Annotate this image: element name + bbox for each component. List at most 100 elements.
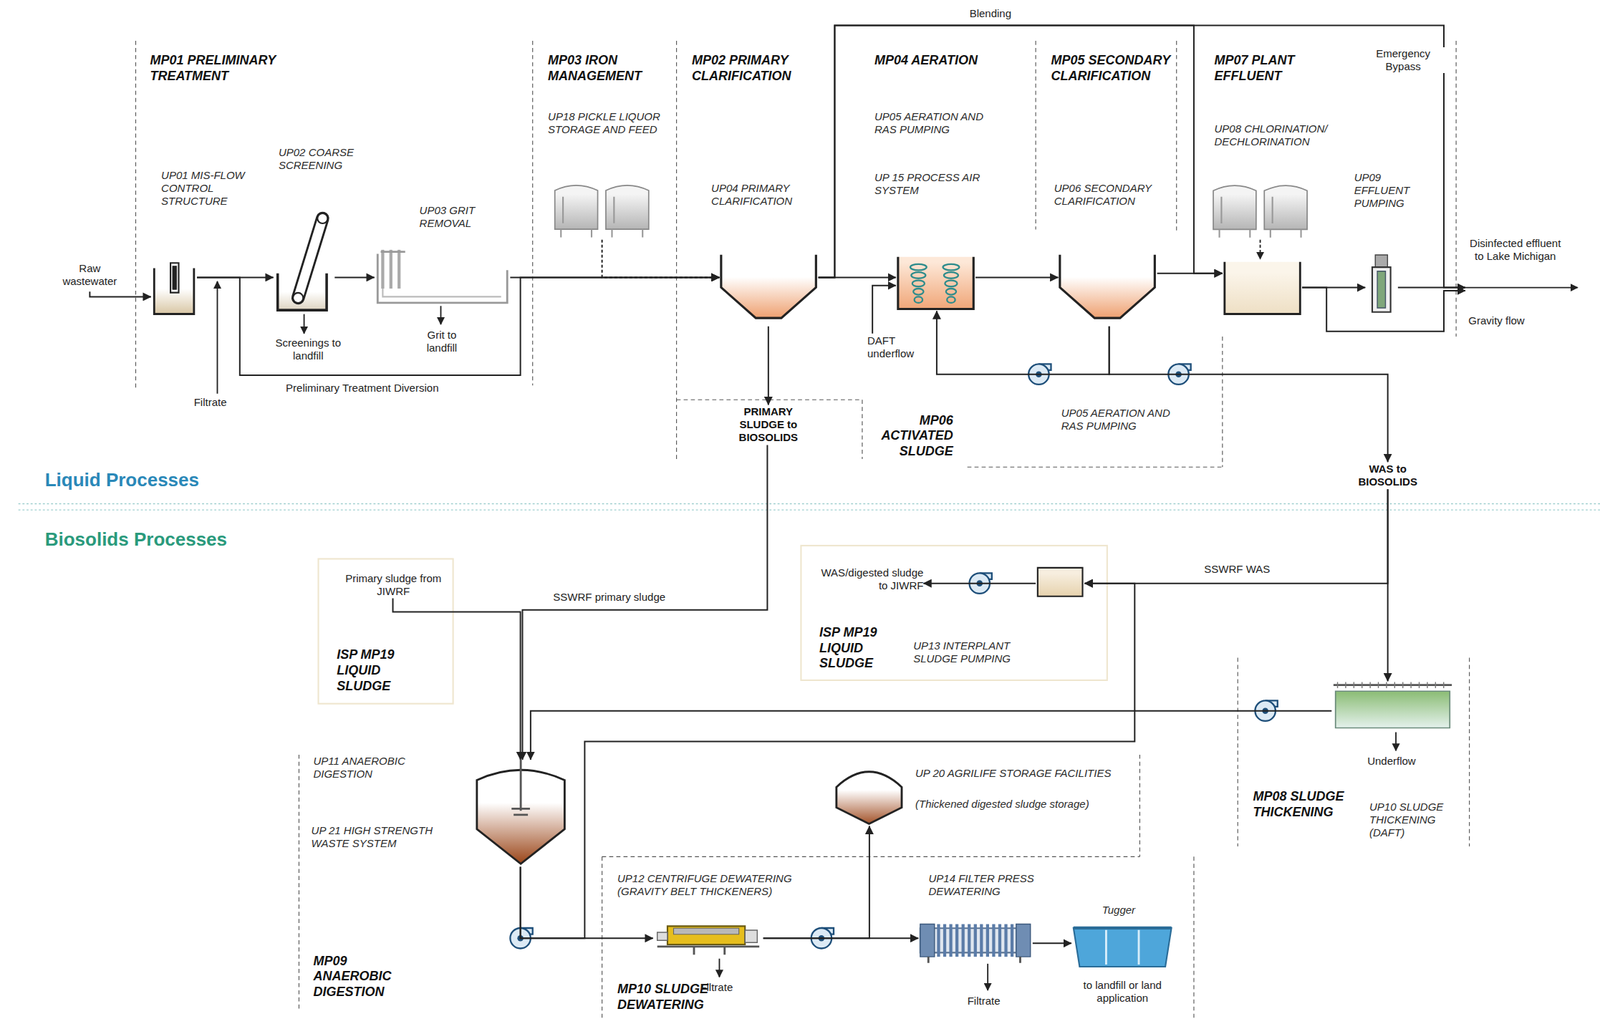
dig-icon xyxy=(474,759,567,868)
path-part xyxy=(389,249,393,289)
grit-arrow xyxy=(440,305,442,325)
flow-terminal: Primary sludge from JIWRF xyxy=(345,571,442,599)
flow-label: Blending xyxy=(967,7,1014,21)
flow-label: SSWRF WAS xyxy=(1201,562,1272,576)
section-label: MP06 ACTIVATED SLUDGE xyxy=(869,413,954,460)
process-unit: UP01 MIS-FLOW CONTROL STRUCTURE xyxy=(151,259,197,316)
unit-label: UP08 CHLORINATION/ DECHLORINATION xyxy=(1213,122,1342,149)
path-part xyxy=(170,262,179,293)
path-part xyxy=(1345,682,1347,689)
circle-part xyxy=(292,292,303,303)
path-part xyxy=(1073,926,1172,930)
flow-line xyxy=(1084,489,1388,583)
section-label: MP03 IRON MANAGEMENT xyxy=(547,52,661,84)
path-part xyxy=(297,218,323,298)
path-part xyxy=(1073,928,1172,967)
path-part xyxy=(1105,930,1139,965)
path-part xyxy=(1059,254,1155,318)
path-part xyxy=(1426,682,1428,689)
path-part xyxy=(377,254,508,303)
section-label: MP07 PLANT EFFLUENT xyxy=(1213,52,1306,84)
section-label: Screenings to landfill xyxy=(267,336,349,363)
path-part xyxy=(1410,682,1412,689)
path-part xyxy=(943,923,947,957)
path-part xyxy=(397,249,401,289)
flow-label: Preliminary Treatment Diversion xyxy=(283,381,441,395)
path-part xyxy=(694,946,725,955)
flow-line xyxy=(923,582,1036,585)
unit-label: (Thickened digested sludge storage) xyxy=(915,797,1135,811)
section-label: Grit to landfill xyxy=(416,328,467,355)
unit-label: UP03 GRIT REMOVAL xyxy=(419,204,507,230)
flow-terminal: Disinfected effluent to Lake Michigan xyxy=(1465,236,1566,296)
unit-label: UP09 EFFLUENT PUMPING xyxy=(1354,171,1436,210)
flow-line xyxy=(1109,326,1389,462)
flow-line xyxy=(767,326,770,406)
path-part xyxy=(657,945,760,948)
flow-line xyxy=(530,711,1332,760)
ellipse-part xyxy=(946,296,955,303)
path-part xyxy=(172,266,177,291)
chemical-tanks xyxy=(1213,185,1308,238)
path-part xyxy=(898,257,974,310)
press-icon xyxy=(918,918,1033,965)
unit-label: UP11 ANAEROBIC DIGESTION xyxy=(312,754,431,781)
chlor-icon xyxy=(1222,259,1303,316)
path-part xyxy=(721,254,816,318)
flow-line xyxy=(1032,942,1072,944)
ellipse-part xyxy=(911,272,926,279)
unit-label: UP01 MIS-FLOW CONTROL STRUCTURE xyxy=(161,169,253,208)
flow-line xyxy=(936,310,1110,374)
clar-icon xyxy=(1057,252,1157,327)
terminal-label: Disinfected effluent to Lake Michigan xyxy=(1465,237,1566,263)
path-part xyxy=(992,923,996,957)
path-part xyxy=(1224,262,1300,315)
flow-terminal: Raw wastewater xyxy=(52,261,127,293)
path-part xyxy=(381,249,384,289)
flow-line xyxy=(520,583,1136,939)
process-unit: UP10 SLUDGE THICKENING (DAFT) xyxy=(1331,681,1454,732)
process-unit: UP06 SECONDARY CLARIFICATION xyxy=(1057,252,1157,327)
unit-label: to landfill or land application xyxy=(1071,979,1174,1005)
flow-label: Emergency Bypass xyxy=(1361,47,1446,74)
path-part xyxy=(1219,196,1302,238)
section-label: UP05 AERATION AND RAS PUMPING xyxy=(1061,406,1179,433)
ellipse-part xyxy=(946,288,957,296)
flow-line xyxy=(1398,287,1466,289)
flow-label: Gravity flow xyxy=(1466,314,1527,328)
aer-icon xyxy=(895,254,976,311)
flow-line xyxy=(89,291,151,297)
pumpv-icon xyxy=(1365,254,1399,315)
path-part xyxy=(949,923,953,957)
flow-line xyxy=(334,276,375,278)
path-part xyxy=(967,923,971,957)
grit-icon xyxy=(374,247,510,306)
filtrate-arrow xyxy=(986,964,989,991)
unit-label: UP02 COARSE SCREENING xyxy=(278,146,371,172)
flow-line xyxy=(602,239,720,278)
flow-terminal: DAFT underflow xyxy=(867,333,931,361)
path-part xyxy=(955,923,959,957)
unit-label: UP10 SLUDGE THICKENING (DAFT) xyxy=(1369,800,1467,840)
path-part xyxy=(673,928,739,935)
flow-line xyxy=(393,598,521,760)
flow-line xyxy=(818,25,1223,278)
path-part xyxy=(928,956,1021,964)
terminal-label: DAFT underflow xyxy=(867,334,931,361)
unit-label: UP 21 HIGH STRENGTH WASTE SYSTEM xyxy=(311,824,440,851)
flow-line xyxy=(196,277,720,376)
process-unit: UP12 CENTRIFUGE DEWATERING (GRAVITY BELT… xyxy=(653,918,764,959)
ellipse-part xyxy=(913,288,924,296)
path-part xyxy=(555,185,599,230)
process-unit: UP18 PICKLE LIQUOR STORAGE AND FEED xyxy=(550,178,653,240)
section-label: MP08 SLUDGE THICKENING xyxy=(1253,789,1351,821)
section-label: MP01 PRELIMINARY TREATMENT xyxy=(149,52,329,84)
path-part xyxy=(961,923,965,957)
path-part xyxy=(1418,682,1420,689)
path-part xyxy=(998,923,1002,957)
terminal-label: WAS to BIOSOLIDS xyxy=(1354,462,1422,489)
process-unit: UP03 GRIT REMOVAL xyxy=(374,247,510,306)
section-label: ISP MP19 LIQUID SLUDGE xyxy=(819,625,901,672)
path-part xyxy=(1370,682,1371,689)
